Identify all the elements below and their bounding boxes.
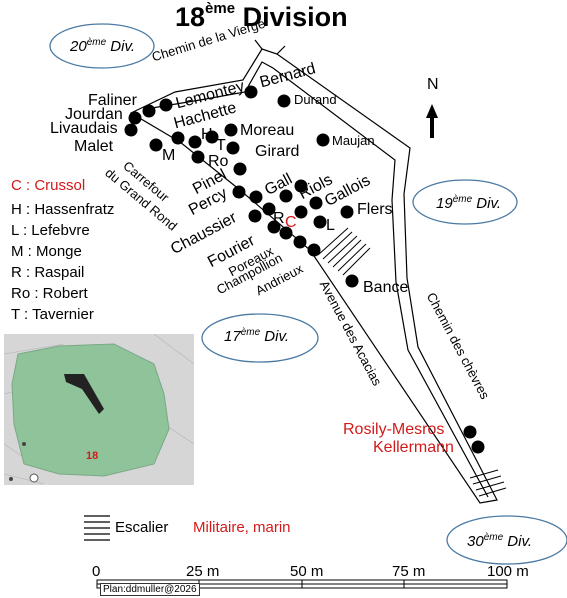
division-19-label: 19ème Div. <box>436 194 502 212</box>
grave-durand: Durand <box>294 92 337 107</box>
legend-crussol: C : Crussol <box>11 177 86 194</box>
scale-tick-75: 75 m <box>392 563 426 580</box>
map-credit: Plan:ddmuller@2026 <box>100 583 200 596</box>
grave-bance: Bance <box>363 279 409 296</box>
stairs-bottom <box>469 469 507 497</box>
legend-tavernier: T : Tavernier <box>11 306 94 323</box>
ellipse-19 <box>412 179 518 225</box>
grave-markers <box>124 85 485 454</box>
grave-m: M <box>162 147 176 164</box>
scale-tick-50: 50 m <box>290 563 324 580</box>
grave-h: H <box>201 126 213 143</box>
grave-flers: Flers <box>357 201 393 218</box>
key-military-label: Militaire, marin <box>193 519 291 536</box>
grave-moreau: Moreau <box>240 122 295 139</box>
grave-r: R <box>273 210 285 227</box>
grave-maujan: Maujan <box>332 133 375 148</box>
legend-hassenfratz: H : Hassenfratz <box>11 201 115 218</box>
page-title: 18ème Division <box>175 0 348 32</box>
grave-faliner: Faliner <box>88 92 137 109</box>
ellipse-30 <box>446 515 567 565</box>
grave-ro: Ro <box>208 153 229 170</box>
key-stairs-label: Escalier <box>115 519 169 536</box>
grave-c: C <box>285 214 297 231</box>
scale-tick-0: 0 <box>92 563 101 580</box>
grave-malet: Malet <box>74 138 114 155</box>
grave-girard: Girard <box>255 143 300 160</box>
key-stairs-icon <box>84 515 110 541</box>
north-arrow-icon <box>426 104 438 138</box>
legend-lefebvre: L : Lefebvre <box>11 222 90 239</box>
stairs-andrieux <box>317 227 371 276</box>
division-17-label: 17ème Div. <box>224 327 290 345</box>
north-label: N <box>427 76 439 93</box>
ellipse-20 <box>49 23 155 69</box>
ellipse-17 <box>201 313 319 363</box>
inset-drawing <box>4 334 194 485</box>
scale-tick-25: 25 m <box>186 563 220 580</box>
division-30-label: 30ème Div. <box>467 532 533 550</box>
grave-jourdan: Jourdan <box>65 106 123 123</box>
grave-rosily-mesros: Rosily-Mesros <box>343 421 445 438</box>
inset-division-shape <box>64 374 104 414</box>
division-20-label: 20ème Div. <box>70 37 136 55</box>
grave-kellermann: Kellermann <box>373 439 454 456</box>
inset-division-number: 18 <box>86 450 99 462</box>
legend-monge: M : Monge <box>11 243 82 260</box>
legend-robert: Ro : Robert <box>11 285 88 302</box>
location-inset-map: 18 <box>4 334 194 485</box>
legend-raspail: R : Raspail <box>11 264 85 281</box>
grave-t: T <box>216 137 226 154</box>
grave-l: L <box>326 217 335 234</box>
grave-livaudais: Livaudais <box>50 120 118 137</box>
scale-tick-100: 100 m <box>487 563 529 580</box>
